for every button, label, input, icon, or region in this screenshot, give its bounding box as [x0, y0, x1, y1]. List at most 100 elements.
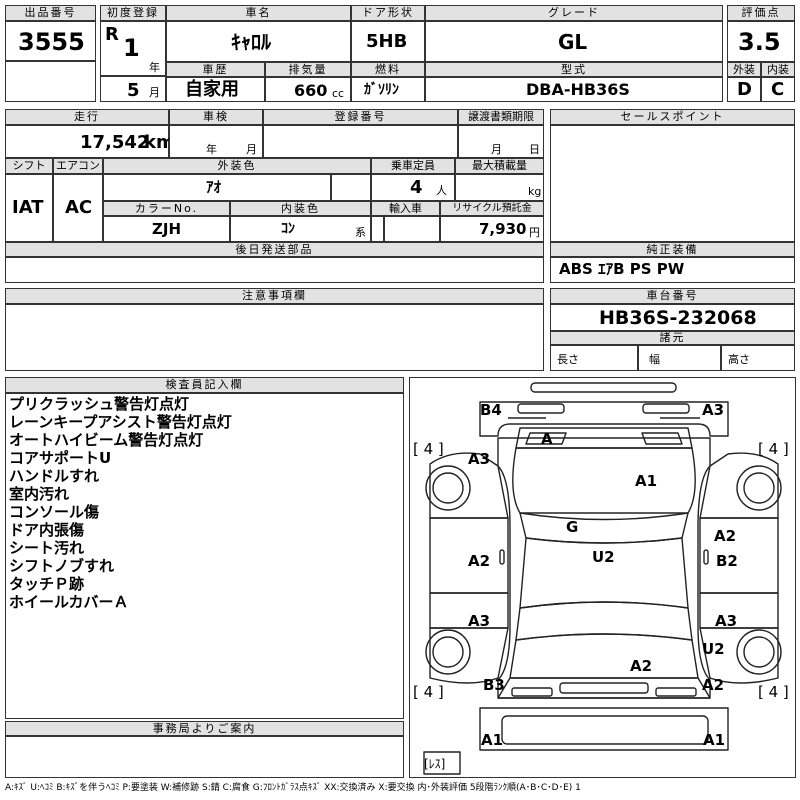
genuine-header: 純正装備: [550, 242, 795, 257]
tire-depth-rear-left: [ 4 ]: [413, 440, 444, 458]
ext-grade-cell: D: [727, 77, 761, 102]
inspector-line: シフトノブすれ: [9, 557, 115, 575]
damage-mark: B4: [480, 401, 502, 419]
first-reg-header: 初度登録: [100, 5, 166, 21]
displacement-cell: 660 cc: [265, 77, 351, 102]
capacity: 4: [410, 177, 423, 198]
grade: GL: [558, 30, 588, 54]
ext-header: 外装: [727, 62, 761, 77]
damage-mark: A3: [468, 450, 491, 468]
inspector-header: 検査員記入欄: [5, 377, 404, 393]
recycle-fee: 7,930: [479, 220, 527, 238]
load-header: 最大積載量: [455, 158, 544, 174]
lot-no-blank: [5, 61, 96, 102]
load-cell: kg: [455, 174, 544, 201]
width-label: 幅: [649, 353, 660, 366]
model: DBA-HB36S: [526, 80, 630, 99]
chassis-cell: HB36S-232068: [550, 304, 795, 331]
notes-header: 注意事項欄: [5, 288, 544, 304]
spare-tire: [ﾚｽ]: [424, 757, 446, 771]
transfer-month-unit: 月: [491, 143, 502, 156]
month-unit: 月: [149, 86, 160, 99]
color-no-header: カラーNo.: [103, 201, 230, 216]
sales-point-cell: [550, 125, 795, 242]
recycle-unit: 円: [529, 226, 540, 239]
inspector-line: シート汚れ: [9, 539, 85, 557]
shift: IAT: [12, 197, 44, 218]
displacement: 660: [294, 81, 328, 100]
chassis-number: HB36S-232068: [599, 307, 757, 329]
displacement-header: 排気量: [265, 62, 351, 77]
inspector-line: レーンキープアシスト警告灯点灯: [9, 413, 232, 431]
notes-cell: [5, 304, 544, 371]
capacity-unit: 人: [436, 184, 447, 197]
import-cell-b: [384, 216, 440, 242]
spec-header: 諸元: [550, 331, 795, 345]
transfer-header: 譲渡書類期限: [458, 109, 544, 125]
model-cell: DBA-HB36S: [425, 77, 723, 102]
later-parts-header: 後日発送部品: [5, 242, 544, 257]
damage-mark: A3: [468, 612, 491, 630]
inspector-line: ホイールカバーＡ: [9, 593, 129, 611]
ac-header: エアコン: [53, 158, 103, 174]
damage-mark: A2: [714, 527, 737, 545]
lot-no-header: 出品番号: [5, 5, 96, 21]
capacity-header: 乗車定員: [371, 158, 455, 174]
chassis-header: 車台番号: [550, 288, 795, 304]
height-cell: 高さ: [721, 345, 795, 371]
width-cell: 幅: [638, 345, 721, 371]
int-color-unit: 系: [355, 226, 366, 239]
inspector-line: 室内汚れ: [9, 485, 70, 503]
color-no: ZJH: [152, 220, 182, 238]
inspector-line: ハンドルすれ: [9, 467, 100, 485]
inspector-line: プリクラッシュ警告灯点灯: [9, 395, 190, 413]
damage-mark: B3: [483, 676, 505, 694]
fuel: ｶﾞｿﾘﾝ: [364, 82, 399, 98]
shift-cell: IAT: [5, 174, 53, 242]
ac: AC: [65, 197, 93, 218]
sales-point-header: セールスポイント: [550, 109, 795, 125]
car-outline: [423, 382, 782, 775]
tire-depth-front-right: [ 4 ]: [758, 683, 789, 701]
damage-mark: A: [541, 430, 553, 448]
displacement-unit: cc: [332, 87, 345, 100]
inspection-cell: 年 月: [169, 125, 263, 158]
int-color-header: 内装色: [230, 201, 371, 216]
damage-mark: U2: [702, 640, 725, 658]
color-cell: ｱｵ: [103, 174, 331, 201]
door-header: ドア形状: [351, 5, 425, 21]
damage-mark: B2: [716, 552, 738, 570]
capacity-cell: 4 人: [371, 174, 455, 201]
inspection-month-unit: 月: [246, 143, 257, 156]
grade-header: グレード: [425, 5, 723, 21]
first-reg-month-cell: 5 月: [100, 76, 166, 102]
mileage-cell: 17,542 km: [5, 125, 175, 158]
length-cell: 長さ: [550, 345, 638, 371]
damage-mark: A3: [715, 612, 738, 630]
inspector-line: オートハイビーム警告灯点灯: [9, 431, 204, 449]
history-header: 車歴: [166, 62, 265, 77]
damage-mark: U2: [592, 548, 615, 566]
shift-header: シフト: [5, 158, 53, 174]
inspector-notes: プリクラッシュ警告灯点灯 レーンキープアシスト警告灯点灯 オートハイビーム警告灯…: [5, 393, 404, 719]
fuel-cell: ｶﾞｿﾘﾝ: [351, 77, 425, 102]
lot-number: 3555: [18, 28, 85, 56]
ac-cell: AC: [53, 174, 103, 242]
first-reg-month: 5: [127, 80, 140, 101]
score-cell: 3.5: [727, 21, 795, 62]
load-unit: kg: [528, 185, 542, 198]
color-no-cell: ZJH: [103, 216, 230, 242]
lot-no-cell: 3555: [5, 21, 96, 61]
color-header: 外装色: [103, 158, 371, 174]
door-type: 5HB: [366, 31, 408, 52]
transfer-cell: 月 日: [458, 125, 544, 158]
office-cell: [5, 736, 404, 778]
inspector-line: コアサポートU: [9, 449, 112, 467]
inspector-lines: プリクラッシュ警告灯点灯 レーンキープアシスト警告灯点灯 オートハイビーム警告灯…: [9, 395, 232, 611]
damage-mark: A1: [703, 731, 726, 749]
history-cell: 自家用: [166, 77, 265, 102]
tire-depth-rear-right: [ 4 ]: [758, 440, 789, 458]
int-color: ｺﾝ: [281, 221, 295, 237]
reg-no-header: 登録番号: [263, 109, 458, 125]
import-cell-a: [371, 216, 384, 242]
